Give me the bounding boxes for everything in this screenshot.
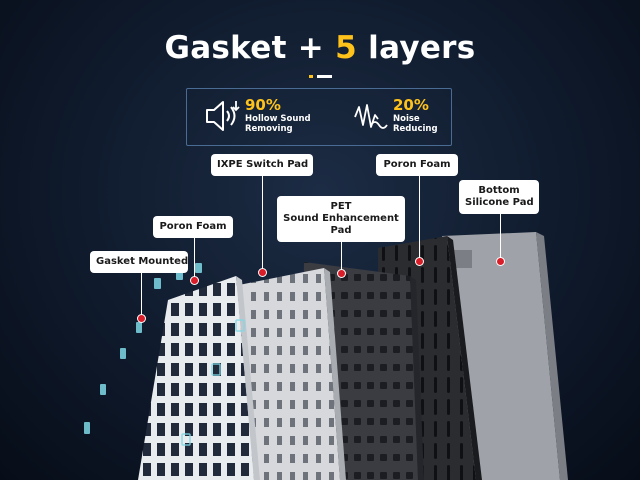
leader-pet: [341, 233, 342, 270]
marker-gasket: [138, 315, 145, 322]
leader-poron-black: [419, 173, 420, 259]
marker-poron-white: [191, 277, 198, 284]
speaker-sound-icon: [206, 101, 240, 131]
marker-pet: [338, 270, 345, 277]
leader-gasket: [141, 270, 142, 316]
marker-poron-black: [416, 258, 423, 265]
spec-value: 90%: [245, 96, 281, 114]
label-poron-foam-black: Poron Foam: [376, 154, 458, 176]
headline-text: Gasket +: [164, 30, 336, 66]
leader-silicone: [500, 209, 501, 259]
headline-highlight: 5: [335, 30, 358, 66]
spec-value: 20%: [393, 96, 429, 114]
label-gasket-mounted: Gasket Mounted: [90, 251, 188, 273]
headline-rest: layers: [357, 30, 476, 66]
marker-ixpe: [259, 269, 266, 276]
layer-poron-foam-white: [138, 276, 260, 480]
noise-wave-icon: [354, 104, 388, 129]
leader-poron-white: [194, 235, 195, 277]
marker-silicone: [497, 258, 504, 265]
headline: Gasket + 5 layers: [0, 30, 640, 66]
leader-ixpe: [262, 173, 263, 269]
label-poron-foam-white: Poron Foam: [153, 216, 233, 238]
label-ixpe-switch-pad: IXPE Switch Pad: [211, 154, 313, 176]
